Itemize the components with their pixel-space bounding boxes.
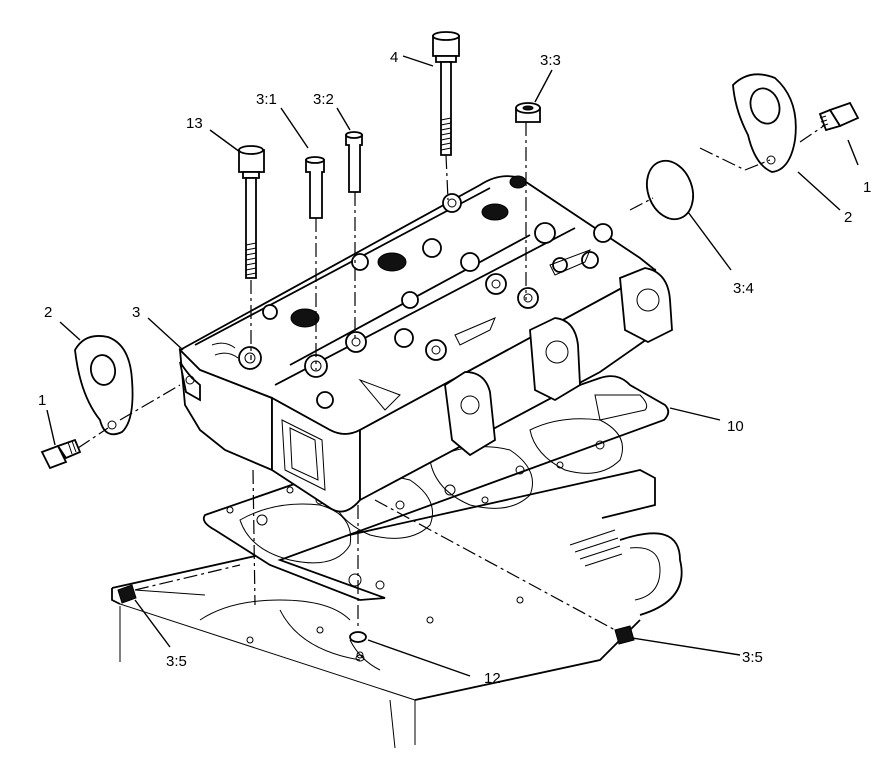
callout-3-4: 3:4 bbox=[733, 280, 754, 297]
valve-guide-3-1 bbox=[305, 156, 325, 219]
engine-block bbox=[111, 469, 683, 749]
dowel-pin-left bbox=[117, 584, 137, 604]
lifting-eye-left bbox=[74, 335, 134, 436]
leader-lines bbox=[46, 55, 859, 677]
lifting-eye-right bbox=[732, 73, 797, 173]
callout-2-left: 2 bbox=[44, 304, 53, 321]
callout-3-1: 3:1 bbox=[256, 91, 277, 108]
dowel-pin-right bbox=[614, 625, 635, 645]
screw-right bbox=[818, 101, 860, 132]
callout-3-5-right: 3:5 bbox=[742, 649, 763, 666]
screw-left bbox=[40, 438, 82, 470]
valve-guide-3-2 bbox=[345, 131, 363, 193]
cylinder-head bbox=[178, 175, 673, 513]
callout-10: 10 bbox=[727, 418, 744, 435]
valve-seal-3-3 bbox=[515, 102, 541, 123]
callout-3-3: 3:3 bbox=[540, 52, 561, 69]
expansion-plug-3-4 bbox=[646, 159, 694, 221]
head-bolt-4 bbox=[432, 31, 460, 156]
callout-2-right: 2 bbox=[844, 209, 853, 226]
assembly-center-lines bbox=[77, 122, 826, 631]
callout-1-right: 1 bbox=[863, 179, 872, 196]
callout-1-left: 1 bbox=[38, 392, 47, 409]
o-ring-12 bbox=[349, 631, 367, 662]
callout-4: 4 bbox=[390, 49, 399, 66]
head-gasket bbox=[202, 375, 670, 601]
callout-3: 3 bbox=[132, 304, 141, 321]
callout-3-5-left: 3:5 bbox=[166, 653, 187, 670]
callout-13: 13 bbox=[186, 115, 203, 132]
callout-3-2: 3:2 bbox=[313, 91, 334, 108]
callout-12: 12 bbox=[484, 670, 501, 687]
head-bolt-13 bbox=[238, 145, 265, 279]
